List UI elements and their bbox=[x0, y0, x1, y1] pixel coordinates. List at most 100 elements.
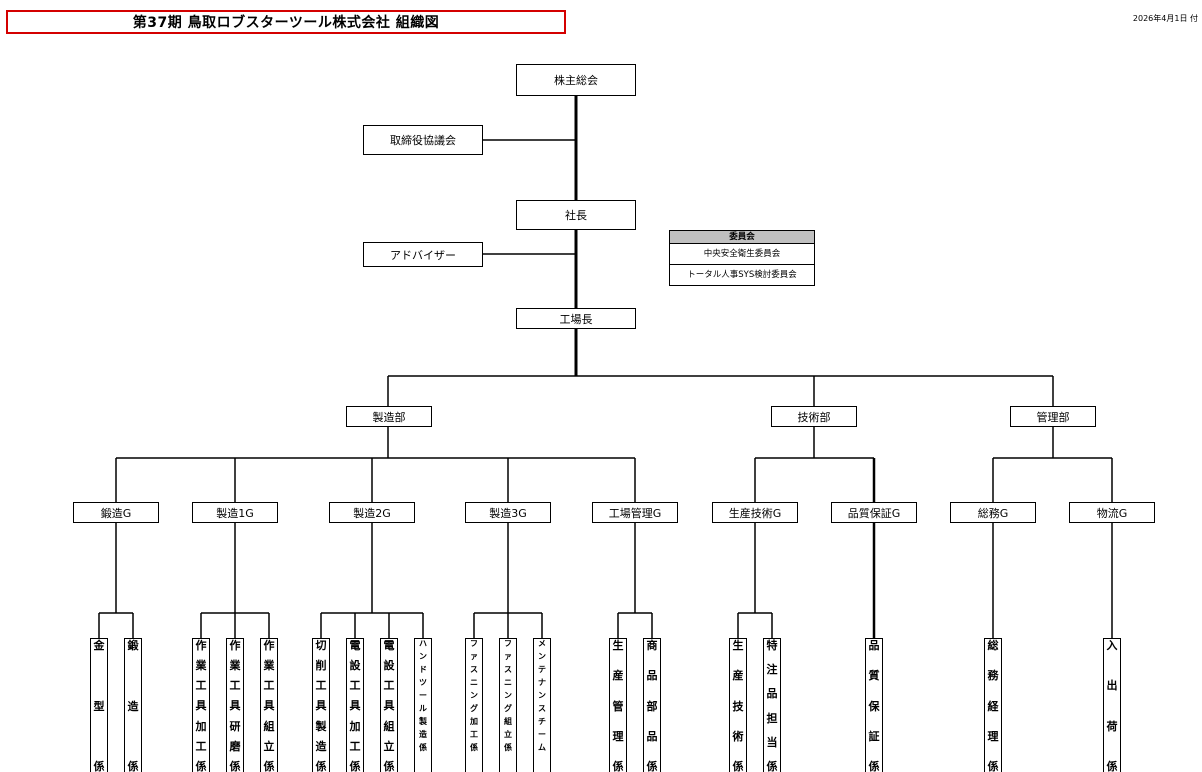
node-section[interactable]: 作業工具組立係 bbox=[260, 638, 278, 772]
section-label-char: 設 bbox=[383, 659, 395, 673]
node-section[interactable]: メンテナンスチーム bbox=[533, 638, 551, 772]
section-label-char: 係 bbox=[646, 760, 658, 772]
node-section[interactable]: 切削工具製造係 bbox=[312, 638, 330, 772]
section-label-char: 係 bbox=[732, 760, 744, 772]
section-label-char: 業 bbox=[229, 659, 241, 673]
section-label-char: ー bbox=[538, 730, 546, 739]
section-label-char: 具 bbox=[229, 699, 241, 713]
section-label-char: 工 bbox=[470, 730, 478, 739]
node-president[interactable]: 社長 bbox=[516, 200, 636, 230]
node-section[interactable]: 電設工具加工係 bbox=[346, 638, 364, 772]
node-advisor[interactable]: アドバイザー bbox=[363, 242, 483, 267]
section-label-char: 理 bbox=[612, 729, 624, 743]
section-label-char: 加 bbox=[349, 719, 361, 733]
section-label-char: 工 bbox=[315, 679, 327, 693]
section-label-char: 工 bbox=[195, 739, 207, 753]
section-label-char: 総 bbox=[987, 639, 999, 652]
section-label-char: 係 bbox=[504, 743, 512, 752]
committee-item[interactable]: トータル人事SYS検討委員会 bbox=[670, 264, 814, 285]
node-group-forging[interactable]: 鍛造G bbox=[73, 502, 159, 523]
node-group-general-affairs[interactable]: 総務G bbox=[950, 502, 1036, 523]
section-label-char: ス bbox=[504, 665, 512, 674]
section-label-char: 造 bbox=[315, 739, 327, 753]
section-label-char: 生 bbox=[732, 639, 744, 652]
node-group-logistics[interactable]: 物流G bbox=[1069, 502, 1155, 523]
committee-item[interactable]: 中央安全衛生委員会 bbox=[703, 249, 781, 259]
section-label-char: 係 bbox=[263, 759, 275, 772]
section-label-char: 具 bbox=[315, 699, 327, 713]
section-label-char: ァ bbox=[470, 652, 478, 661]
node-section[interactable]: 作業工具研磨係 bbox=[226, 638, 244, 772]
node-group-quality-assurance[interactable]: 品質保証G bbox=[831, 502, 917, 523]
section-label-char: 製 bbox=[419, 717, 427, 726]
section-label-char: 組 bbox=[263, 719, 275, 733]
section-label-char: 入 bbox=[1106, 639, 1118, 652]
node-group-manufacturing-2[interactable]: 製造2G bbox=[329, 502, 415, 523]
section-label-char: 工 bbox=[349, 679, 361, 693]
node-department-administration[interactable]: 管理部 bbox=[1010, 406, 1096, 427]
node-section[interactable]: 入出荷係 bbox=[1103, 638, 1121, 772]
section-label-char: 作 bbox=[195, 639, 207, 652]
node-section[interactable]: ファスニング組立係 bbox=[499, 638, 517, 772]
section-label-char: 品 bbox=[868, 639, 880, 652]
node-section[interactable]: 生産技術係 bbox=[729, 638, 747, 772]
section-label-char: 具 bbox=[383, 699, 395, 713]
section-label-char: 造 bbox=[127, 699, 139, 713]
section-label-char: 作 bbox=[263, 639, 275, 652]
node-section[interactable]: 金型係 bbox=[90, 638, 108, 772]
node-section[interactable]: ファスニング加工係 bbox=[465, 638, 483, 772]
node-group-plant-management[interactable]: 工場管理G bbox=[592, 502, 678, 523]
section-label-char: 理 bbox=[987, 729, 999, 743]
node-section[interactable]: 作業工具加工係 bbox=[192, 638, 210, 772]
section-label-char: ル bbox=[419, 704, 427, 713]
section-label-char: ス bbox=[470, 665, 478, 674]
section-label-char: ニ bbox=[504, 678, 512, 687]
node-section[interactable]: 品質保証係 bbox=[865, 638, 883, 772]
node-section[interactable]: ハンドツール製造係 bbox=[414, 638, 432, 772]
node-section[interactable]: 鍛造係 bbox=[124, 638, 142, 772]
section-label-char: 立 bbox=[504, 730, 512, 739]
section-label-char: 係 bbox=[470, 743, 478, 752]
node-section[interactable]: 電設工具組立係 bbox=[380, 638, 398, 772]
section-label-char: 組 bbox=[383, 719, 395, 733]
node-group-production-engineering[interactable]: 生産技術G bbox=[712, 502, 798, 523]
section-label-char: 立 bbox=[383, 739, 395, 753]
section-label-char: 経 bbox=[987, 699, 999, 713]
section-label-char: グ bbox=[504, 704, 512, 713]
node-board-council[interactable]: 取締役協議会 bbox=[363, 125, 483, 155]
section-label-char: 型 bbox=[93, 699, 105, 713]
section-label-char: 加 bbox=[195, 719, 207, 733]
node-section[interactable]: 商品部品係 bbox=[643, 638, 661, 772]
section-label-char: 削 bbox=[315, 659, 327, 673]
section-label-char: ド bbox=[419, 665, 427, 674]
node-section[interactable]: 総務経理係 bbox=[984, 638, 1002, 772]
node-department-manufacturing[interactable]: 製造部 bbox=[346, 406, 432, 427]
node-section[interactable]: 特注品担当係 bbox=[763, 638, 781, 772]
section-label-char: 組 bbox=[504, 717, 512, 726]
section-label-char: チ bbox=[538, 717, 546, 726]
node-group-manufacturing-1[interactable]: 製造1G bbox=[192, 502, 278, 523]
section-label-char: 金 bbox=[93, 639, 105, 652]
committee-table: 委員会 中央安全衛生委員会 トータル人事SYS検討委員会 bbox=[669, 230, 815, 286]
section-label-char: 係 bbox=[766, 759, 778, 772]
node-section[interactable]: 生産管理係 bbox=[609, 638, 627, 772]
section-label-char: ー bbox=[419, 691, 427, 700]
section-label-char: 産 bbox=[732, 669, 744, 683]
section-label-char: 品 bbox=[646, 729, 658, 743]
committee-heading: 委員会 bbox=[670, 231, 814, 244]
node-group-manufacturing-3[interactable]: 製造3G bbox=[465, 502, 551, 523]
section-label-char: 作 bbox=[229, 639, 241, 652]
node-department-engineering[interactable]: 技術部 bbox=[771, 406, 857, 427]
section-label-char: 質 bbox=[868, 669, 880, 683]
section-label-char: 係 bbox=[195, 759, 207, 772]
section-label-char: 製 bbox=[315, 719, 327, 733]
section-label-char: フ bbox=[470, 639, 478, 648]
section-label-char: 鍛 bbox=[127, 639, 139, 652]
section-label-char: 磨 bbox=[229, 739, 241, 753]
node-shareholders-meeting[interactable]: 株主総会 bbox=[516, 64, 636, 96]
section-label-char: 係 bbox=[229, 759, 241, 772]
node-plant-manager[interactable]: 工場長 bbox=[516, 308, 636, 329]
section-label-char: 保 bbox=[868, 699, 880, 713]
section-label-char: 務 bbox=[987, 669, 999, 683]
